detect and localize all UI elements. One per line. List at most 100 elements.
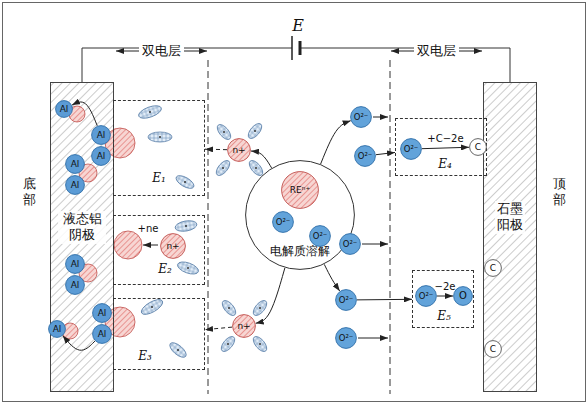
node-circle [161,234,186,259]
dipole-ellipse [215,122,233,142]
migration-arrow [362,244,388,245]
cation-circle: n+ [160,233,186,259]
node-label: REⁿ⁺ [281,171,319,209]
reaction-arrow [63,336,95,350]
oxide-ion: O²⁻ [309,225,331,247]
node-circle [92,147,111,166]
zone-label: E₃ [128,349,162,364]
carbon-atom: C [484,259,502,277]
aluminum-atom: Al [48,320,66,338]
oxygen-atom: O [453,286,473,306]
node-circle [336,328,357,349]
node-label: O²⁻ [350,106,372,128]
oxide-ion: O²⁻ [354,145,376,167]
reaction-zone: E₄ O²⁻ C [395,118,487,176]
reduction-arrow [143,245,158,246]
cation-circle: n+ [232,314,256,338]
reaction-arrow [376,152,395,154]
reaction-arrow [251,151,272,168]
double-layer-span [116,51,207,52]
dipole-dot [149,111,151,113]
node-label: Al [55,100,73,118]
dipole-ellipse [176,260,200,277]
dipole-ellipse [174,173,196,191]
oxide-ion: O²⁻ [335,289,357,311]
node-circle [66,176,85,195]
cathode-hatch [50,82,114,392]
node-circle [454,287,473,306]
node-label: Al [92,303,112,323]
aluminum-atom: Al [92,303,112,323]
dipole-ellipse [167,340,188,360]
layer-boundary [208,60,209,394]
dipole-ellipse [174,219,197,233]
battery-plate [299,41,302,55]
reaction-arrow [72,102,97,126]
node-circle [56,101,73,118]
node-label: O²⁻ [354,145,376,167]
node-label: 液态铝阴极 [58,211,106,244]
reaction-arrow [422,147,469,148]
node-label: Al [65,154,85,174]
node-label: O²⁻ [335,289,357,311]
circuit-wire [82,48,292,82]
dipole-ellipse [137,103,163,121]
dipole-dot [222,167,224,169]
aluminum-atom: Al [65,154,85,174]
node-circle [485,341,502,358]
node-label: O [453,286,473,306]
node-label: O²⁻ [309,225,331,247]
zone-label: E₁ [142,171,176,186]
node-label: n+ [160,233,186,259]
node-circle [233,315,256,338]
node-circle [66,255,85,274]
node-label: C [484,340,502,358]
node-label: 石墨阳极 [495,201,525,234]
dipole-dot [259,343,261,345]
dipole-ellipse [246,121,264,141]
node-circle [310,226,331,247]
migration-arrow [373,117,388,118]
node-circle [228,139,251,162]
anode-band: 石墨阳极 C C [483,82,537,392]
aluminum-atom: Al [65,175,85,195]
dipole-ellipse [251,334,269,354]
zone-label: E₄ [428,157,462,172]
reaction-arrow [437,296,453,297]
dipole-dot [185,225,187,227]
carbon-atom: C [484,340,502,358]
dipole-dot [227,343,229,345]
reaction-arrow [256,268,285,323]
oxide-ion: O²⁻ [350,106,372,128]
node-circle [49,321,66,338]
node-label: Al [48,320,66,338]
node-label: Al [92,324,112,344]
node-label: O²⁻ [335,327,357,349]
node-circle [416,286,437,307]
oxide-ion: O²⁻ [400,138,422,160]
anode-hatch [483,82,537,392]
node-label: 电解质溶解 [260,244,340,259]
reaction-arrow [357,299,412,301]
node-circle [355,146,376,167]
aluminum-atom: Al [55,100,73,118]
frame [3,3,586,402]
oxide-ion: O²⁻ [272,211,294,233]
oxide-ion: O²⁻ [415,285,437,307]
battery-plate [291,36,293,60]
node-label: Al [91,146,111,166]
reaction-arrow [205,149,227,151]
dipole-ellipse [139,297,165,318]
node-circle [340,234,361,255]
dipole-dot [184,181,186,183]
node-circle [66,155,85,174]
carbon-atom: C [469,138,487,156]
reaction-zone: E₁ [113,100,205,196]
aluminum-atom: Al [65,254,85,274]
node-circle [282,172,319,209]
node-circle [351,107,372,128]
migration-arrow [358,338,388,339]
dipole-ellipse [247,158,265,178]
node-circle [93,304,112,323]
